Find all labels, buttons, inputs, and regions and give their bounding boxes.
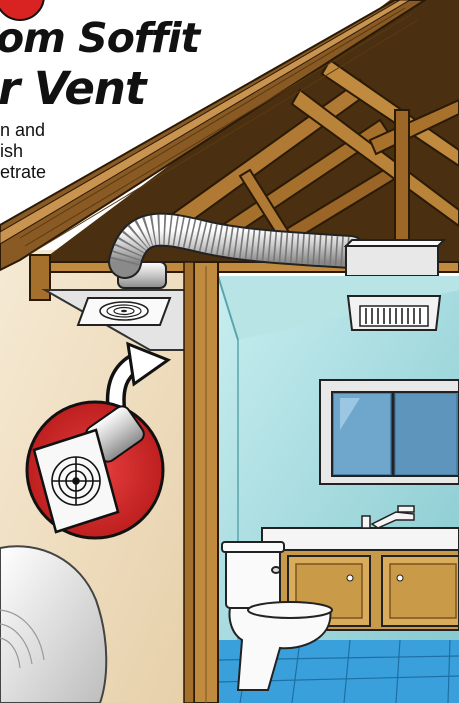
body-text-line-3: etrate [0,162,46,182]
headline-line-2: r Vent [0,62,145,115]
fan-housing-box [346,246,438,276]
fan-grille-icon [78,298,170,325]
body-text-line-1: n and [0,120,45,140]
body-text-line-2: ish [0,141,23,161]
fascia-board [30,255,50,300]
vent-closeup-icon [27,402,163,538]
headline-line-1: om Soffit [0,14,199,62]
ceiling-fan-icon [348,296,440,330]
exterior-trim [184,262,194,703]
bathroom-window [320,380,459,484]
